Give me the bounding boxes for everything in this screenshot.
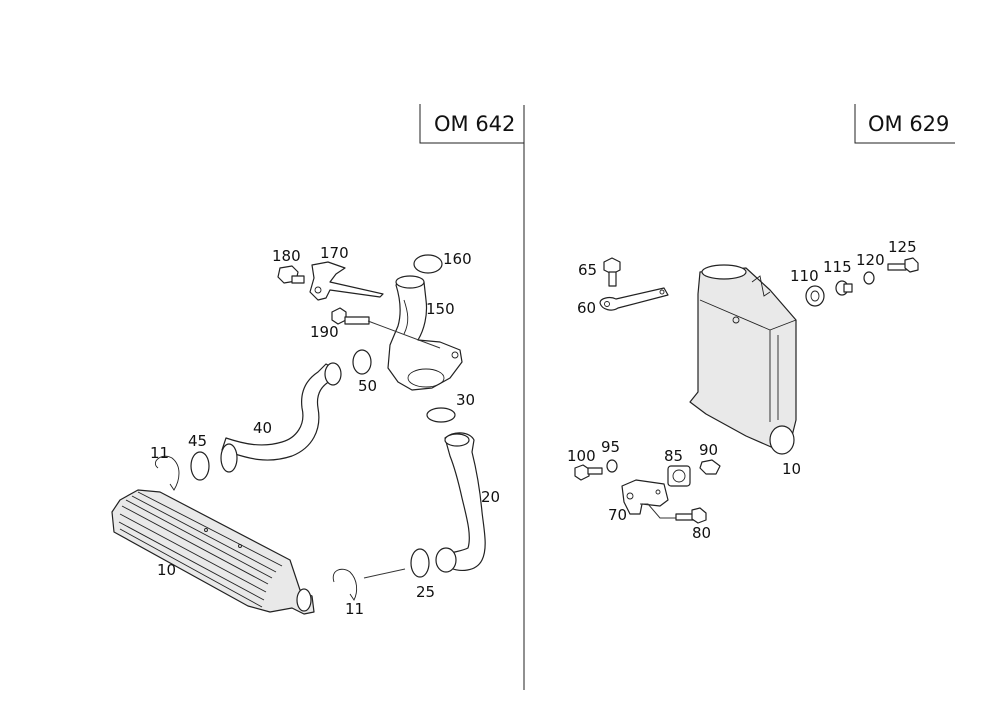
bolt-125	[887, 257, 919, 273]
callout-50: 50	[358, 377, 377, 395]
seal-ring-160	[413, 254, 443, 274]
title-om629: OM 629	[868, 112, 949, 136]
rubber-mount-85	[667, 465, 691, 487]
callout-10-right: 10	[782, 460, 801, 478]
clamp-11-top	[154, 455, 180, 491]
callout-11-bottom: 11	[345, 600, 364, 618]
callout-120: 120	[856, 251, 885, 269]
callout-115: 115	[823, 258, 852, 276]
callout-30: 30	[456, 391, 475, 409]
bushing-115	[835, 280, 853, 296]
callout-170: 170	[320, 244, 349, 262]
callout-160: 160	[443, 250, 472, 268]
callout-11-top: 11	[150, 444, 169, 462]
callout-125: 125	[888, 238, 917, 256]
washer-120	[863, 271, 875, 285]
bolt-80	[675, 507, 707, 524]
callout-100: 100	[567, 447, 596, 465]
clamp-11-bottom	[332, 568, 358, 601]
washer-95	[606, 459, 618, 473]
callout-25: 25	[416, 583, 435, 601]
nut-90	[699, 459, 721, 475]
callout-190: 190	[310, 323, 339, 341]
callout-70: 70	[608, 506, 627, 524]
callout-95: 95	[601, 438, 620, 456]
seal-ring-50	[352, 349, 372, 375]
bracket-170	[309, 261, 384, 301]
callout-80: 80	[692, 524, 711, 542]
callout-60: 60	[577, 299, 596, 317]
callout-45: 45	[188, 432, 207, 450]
bolt-180	[277, 265, 305, 284]
bolt-190	[331, 307, 441, 349]
callout-10-left: 10	[157, 561, 176, 579]
callout-40: 40	[253, 419, 272, 437]
bolt-100	[574, 464, 603, 481]
grommet-110	[805, 285, 825, 307]
seal-ring-25	[410, 548, 430, 578]
title-box-om629: OM 629	[854, 104, 955, 144]
intercooler-10-right	[689, 264, 797, 455]
callout-110: 110	[790, 267, 819, 285]
callout-90: 90	[699, 441, 718, 459]
callout-150: 150	[426, 300, 455, 318]
seal-ring-45	[190, 451, 210, 481]
title-om642: OM 642	[434, 112, 515, 136]
callout-20: 20	[481, 488, 500, 506]
bracket-70	[621, 479, 676, 519]
callout-65: 65	[578, 261, 597, 279]
callout-85: 85	[664, 447, 683, 465]
intercooler-10-left	[111, 489, 315, 615]
bracket-60	[599, 287, 669, 311]
callout-180: 180	[272, 247, 301, 265]
seal-ring-30	[426, 407, 456, 423]
title-box-om642: OM 642	[419, 104, 524, 144]
bolt-65	[603, 257, 621, 287]
charge-air-hose-40	[220, 362, 342, 473]
charge-air-hose-20	[435, 432, 486, 573]
